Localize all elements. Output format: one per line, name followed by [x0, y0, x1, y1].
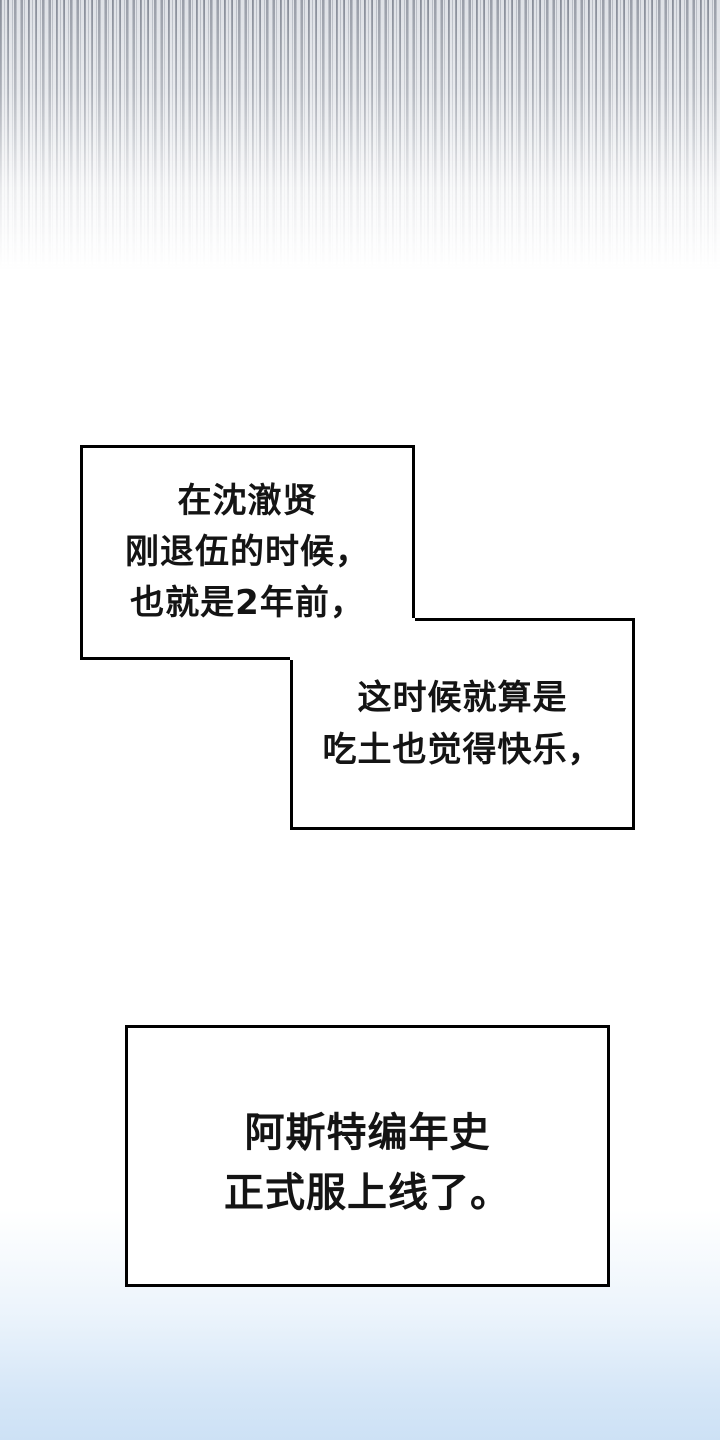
- caption-line: 刚退伍的时候，: [125, 532, 370, 572]
- caption-line: 在沈澈贤: [177, 481, 318, 521]
- caption-overlap-patch: [290, 618, 415, 660]
- caption-box-3: 阿斯特编年史 正式服上线了。: [125, 1025, 610, 1287]
- caption-line: 吃土也觉得快乐，: [322, 730, 603, 770]
- caption-line: 也就是2年前，: [130, 583, 365, 623]
- top-streaks-texture: [0, 0, 720, 270]
- caption-line: 阿斯特编年史: [244, 1110, 491, 1156]
- caption-line: 正式服上线了。: [224, 1170, 511, 1216]
- caption-box-1: 在沈澈贤 刚退伍的时候， 也就是2年前，: [80, 445, 415, 660]
- caption-line: 这时候就算是: [357, 678, 568, 718]
